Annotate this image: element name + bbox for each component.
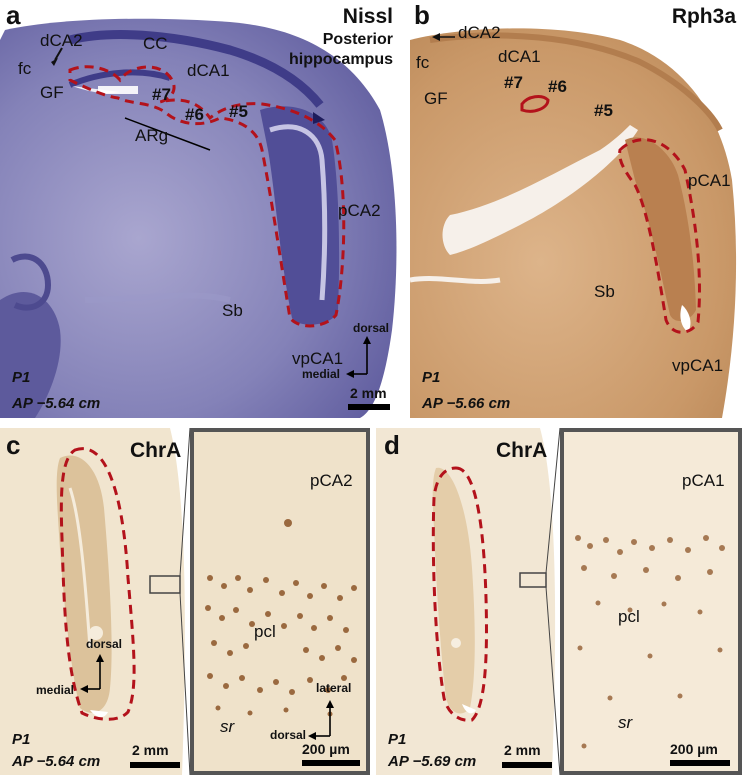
scale-label: 200 µm xyxy=(302,741,350,757)
label-n6: #6 xyxy=(185,105,204,124)
label-pca1: pCA1 xyxy=(688,171,731,190)
label-sb: Sb xyxy=(222,301,243,320)
stain-title: ChrA xyxy=(496,439,548,462)
axis-dorsal-label: dorsal xyxy=(270,728,307,742)
label-fc: fc xyxy=(416,53,430,72)
subject-label: P1 xyxy=(422,369,441,386)
ap-label: AP −5.64 cm xyxy=(12,395,101,412)
scale-label: 200 µm xyxy=(670,741,718,757)
panel-letter: a xyxy=(6,0,21,30)
sublayer-label: sr xyxy=(220,717,235,736)
scale-bar xyxy=(302,760,360,766)
label-n5: #5 xyxy=(229,102,248,121)
axis-dorsal-label: dorsal xyxy=(353,321,390,335)
panel-d-section: d ChrA P1 AP −5.69 cm 2 mm xyxy=(376,428,560,775)
subject-label: P1 xyxy=(12,369,31,386)
stain-title: Rph3a xyxy=(671,5,736,28)
label-dca2: dCA2 xyxy=(458,23,501,42)
label-dca2: dCA2 xyxy=(40,31,83,50)
layer-label: pcl xyxy=(254,622,276,641)
label-n7: #7 xyxy=(504,73,523,92)
chra-section-image xyxy=(376,428,560,775)
inset-frame xyxy=(560,428,742,775)
chra-section-image xyxy=(0,428,190,775)
nissl-section-image xyxy=(0,18,397,418)
panel-b: b Rph3a dCA2 fc dCA1 #7 #6 GF #5 pCA1 Sb… xyxy=(410,0,746,418)
label-n5: #5 xyxy=(594,101,613,120)
axis-dorsal-label: dorsal xyxy=(86,637,123,651)
label-vpca1: vpCA1 xyxy=(292,349,344,368)
label-dca1: dCA1 xyxy=(187,61,230,80)
panel-letter: d xyxy=(384,430,400,460)
axis-lateral-label: lateral xyxy=(316,681,352,695)
label-arg: ARg xyxy=(135,126,169,145)
scale-bar xyxy=(502,762,552,768)
panel-d-inset: pCA1 pcl sr 200 µm xyxy=(560,428,742,775)
scale-bar xyxy=(130,762,180,768)
panel-letter: b xyxy=(414,0,430,30)
label-gf: GF xyxy=(424,89,448,108)
stain-title: ChrA xyxy=(130,439,182,462)
label-n6: #6 xyxy=(548,77,567,96)
ap-label: AP −5.64 cm xyxy=(12,753,101,770)
subject-label: P1 xyxy=(12,731,31,748)
axis-medial-label: medial xyxy=(36,683,75,697)
sublayer-label: sr xyxy=(618,713,633,732)
axis-medial-label: medial xyxy=(302,367,341,381)
label-fc: fc xyxy=(18,59,32,78)
layer-label: pcl xyxy=(618,607,640,626)
subtitle-line2: hippocampus xyxy=(288,51,393,68)
label-n7: #7 xyxy=(152,85,171,104)
label-dca1: dCA1 xyxy=(498,47,541,66)
scale-label: 2 mm xyxy=(132,742,169,758)
scale-label: 2 mm xyxy=(504,742,541,758)
chra-inset-image xyxy=(190,428,370,775)
label-pca2: pCA2 xyxy=(338,201,381,220)
panel-a: a Nissl Posterior hippocampus dCA2 CC fc… xyxy=(0,0,403,418)
panel-letter: c xyxy=(6,430,21,460)
panel-c-inset: pCA2 pcl sr lateral dorsal 200 µm xyxy=(190,428,370,775)
scale-label: 2 mm xyxy=(350,385,387,401)
chra-inset-image xyxy=(560,428,742,775)
region-label: pCA1 xyxy=(682,471,725,490)
stain-title: Nissl xyxy=(342,5,393,28)
scale-bar xyxy=(670,760,730,766)
subtitle-line1: Posterior xyxy=(322,31,393,48)
label-vpca1: vpCA1 xyxy=(672,356,724,375)
subject-label: P1 xyxy=(388,731,407,748)
region-label: pCA2 xyxy=(310,471,353,490)
label-gf: GF xyxy=(40,83,64,102)
ap-label: AP −5.66 cm xyxy=(422,395,511,412)
rph3a-section-image xyxy=(410,28,737,418)
scale-bar xyxy=(348,404,390,410)
label-sb: Sb xyxy=(594,282,615,301)
inset-frame xyxy=(190,428,370,775)
label-cc: CC xyxy=(143,34,168,53)
panel-c-section: c ChrA dorsal medial P1 AP −5.64 cm 2 mm xyxy=(0,428,190,775)
ap-label: AP −5.69 cm xyxy=(388,753,477,770)
